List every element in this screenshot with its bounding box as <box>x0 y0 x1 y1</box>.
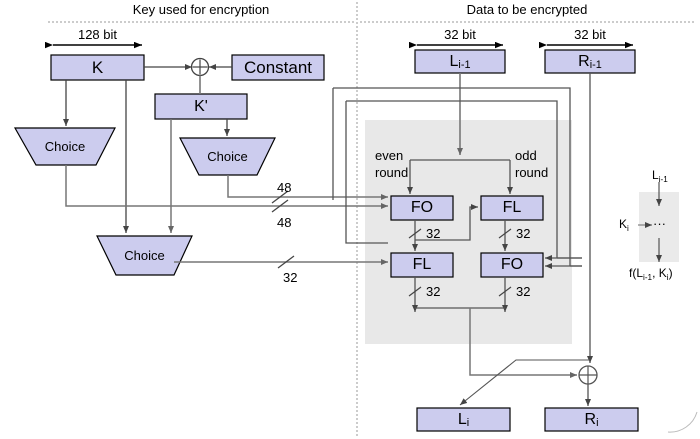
wire-choice2-bus48a <box>227 175 388 200</box>
bus-label-fl-even: 32 <box>426 284 441 299</box>
bus-slash-48b <box>271 199 289 213</box>
legend-output-subscript-2: i <box>666 272 669 282</box>
odd-round-label-line2: round <box>515 165 549 180</box>
label-32-bit-left: 32 bit <box>444 27 476 42</box>
legend-output-fn: f(L <box>629 266 644 280</box>
bus-slash-32-left <box>277 255 295 269</box>
bus-label-fo-even: 32 <box>426 226 441 241</box>
odd-round-label-line1: odd <box>515 148 537 163</box>
bus-slash-fl-even <box>408 286 422 297</box>
title-key-side: Key used for encryption <box>132 2 270 17</box>
even-round-label-line2: round <box>375 165 409 180</box>
bus-slash-fo-odd <box>498 286 512 297</box>
legend-input-letter: L <box>652 168 659 182</box>
choice-box-1 <box>13 127 116 166</box>
left-input-box <box>414 49 506 74</box>
bus-label-48-a: 48 <box>277 180 292 195</box>
legend-output-mid: , K <box>652 266 667 280</box>
choice-box-2 <box>179 137 276 176</box>
right-output-box <box>544 407 639 432</box>
legend-output-close: ) <box>668 266 673 280</box>
fo-even-box <box>390 195 454 221</box>
even-round-label-line1: even <box>375 148 404 163</box>
bus-label-48-b: 48 <box>277 215 292 230</box>
page-corner-arc <box>667 411 698 433</box>
fl-odd-box <box>480 195 544 221</box>
bus-slash-48a <box>271 190 289 204</box>
label-128-bit: 128 bit <box>77 27 118 42</box>
legend-output-subscript-1: i-1 <box>643 272 653 282</box>
right-input-box <box>544 49 636 74</box>
bus-slash-fo-even <box>408 228 422 239</box>
wire-round-output-to-xor <box>469 308 577 378</box>
legend-key-label: Ki <box>619 217 629 233</box>
title-data-side: Data to be encrypted <box>466 2 588 17</box>
legend-input-subscript: i-1 <box>658 174 668 184</box>
bus-label-fo-odd: 32 <box>516 284 531 299</box>
legend-key-subscript: i <box>627 223 629 233</box>
bus-label-32-key: 32 <box>283 270 298 285</box>
legend-key-letter: K <box>619 217 628 231</box>
legend-input-label: Li-1 <box>652 168 668 184</box>
bus-slash-fl-odd <box>498 228 512 239</box>
choice-box-3 <box>96 235 193 276</box>
wire-feedback-outer <box>333 87 571 266</box>
kprime-box <box>154 93 248 120</box>
round-region <box>365 120 572 344</box>
label-32-bit-right: 32 bit <box>574 27 606 42</box>
wire-feedback-left-b <box>345 101 388 244</box>
wire-fo-even-to-fl-odd <box>415 204 478 241</box>
wire-swap-to-left-out <box>459 359 590 406</box>
constant-box <box>231 54 325 81</box>
left-output-box <box>416 407 511 432</box>
key-box <box>50 54 145 81</box>
wire-feedback-inner <box>346 100 558 258</box>
bus-label-fl-odd: 32 <box>516 226 531 241</box>
fo-odd-box <box>480 252 544 278</box>
legend-output-label: f(Li-1, Ki) <box>629 266 673 282</box>
fl-even-box <box>390 252 454 278</box>
legend-body-dots: ··· <box>653 216 666 231</box>
